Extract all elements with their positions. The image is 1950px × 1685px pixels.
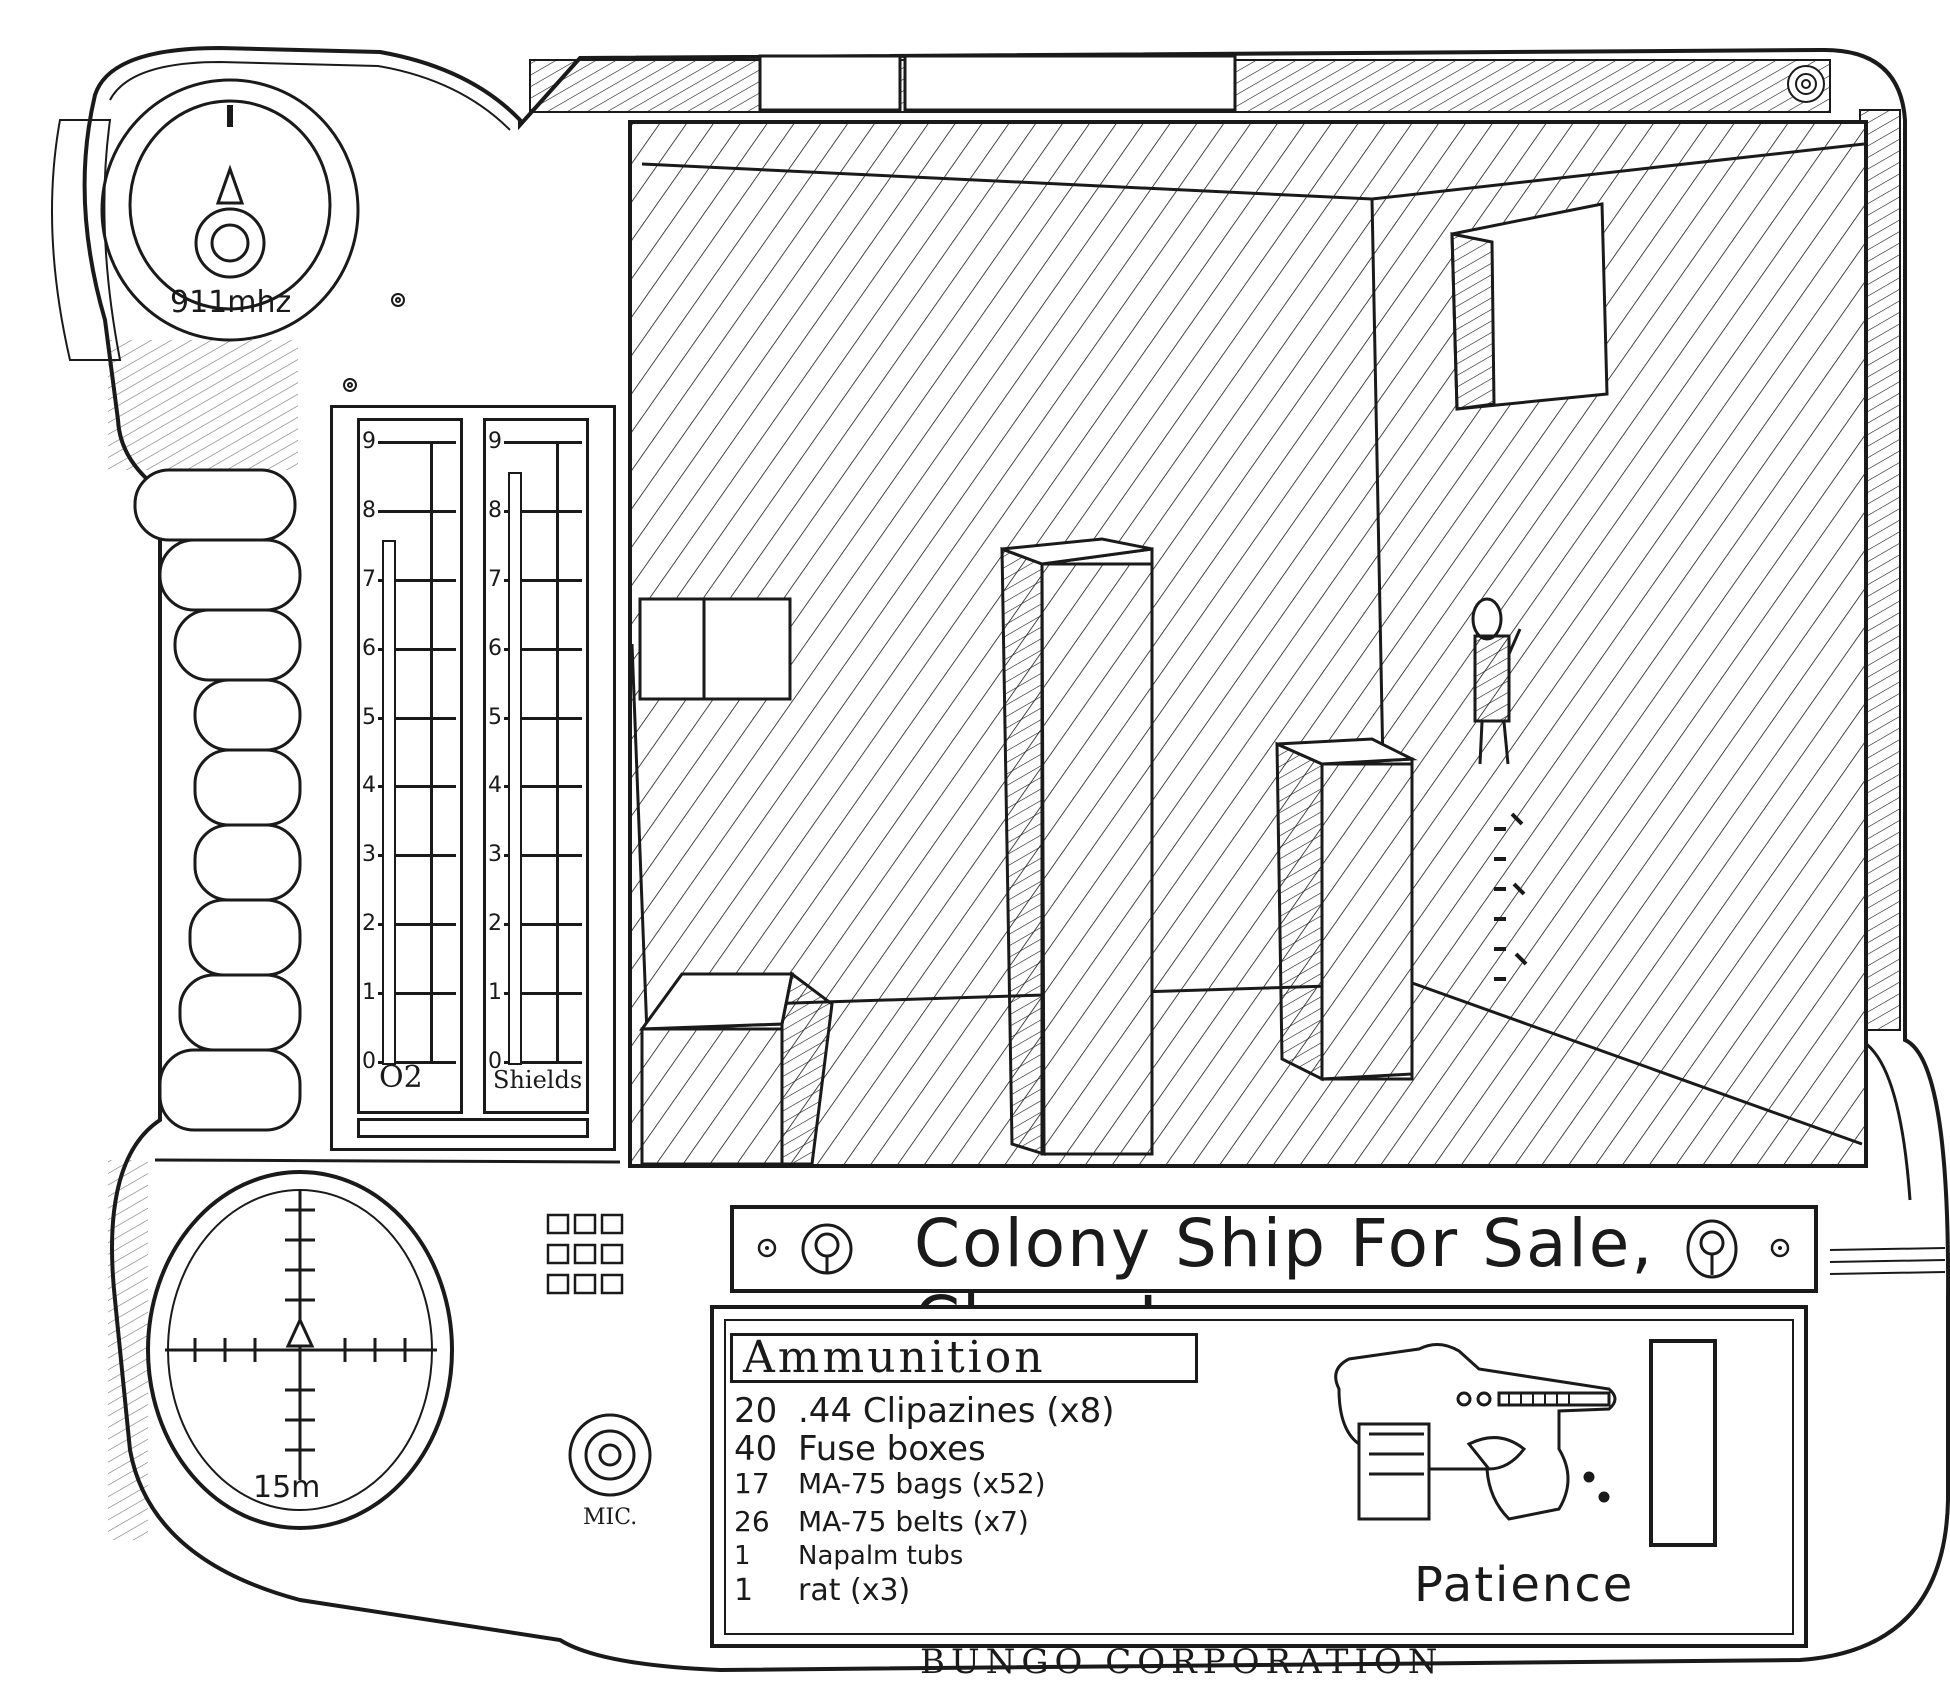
weapon-name: Patience [1414,1557,1635,1613]
item-name: Fuse boxes [798,1429,986,1469]
shields-gauge: 9 8 7 6 5 4 3 2 1 0 [483,418,589,1114]
list-item[interactable]: 20 .44 Clipazines (x8) [734,1391,1254,1431]
crosshair-icon [146,1170,454,1530]
gauge-tick-label: 6 [488,635,502,661]
gauge-tick [504,785,582,789]
gauge-tick-label: 2 [488,911,502,937]
list-item[interactable]: 40 Fuse boxes [734,1429,1254,1469]
gauge-tick-label: 7 [362,566,376,592]
gauge-fill [508,472,522,1065]
gauge-base [357,1118,589,1138]
item-name: MA-75 belts (x7) [798,1505,1029,1538]
item-qty: 20 [734,1391,778,1431]
main-viewport[interactable] [628,120,1868,1168]
gauge-tick [504,1061,582,1064]
gauge-tick [504,509,582,513]
item-name: MA-75 bags (x52) [798,1467,1046,1500]
gauge-tick-label: 9 [488,429,502,454]
gauge-rail [430,441,433,1061]
gauge-tick-label: 4 [488,773,502,799]
gauge-tick-label: 8 [362,497,376,523]
inventory-panel: Ammunition 20 .44 Clipazines (x8) 40 Fuse … [710,1305,1808,1648]
screw-icon [757,1238,777,1258]
gauge-tick-label: 3 [488,842,502,868]
gauge-tick-label: 1 [362,980,376,1006]
item-qty: 26 [734,1505,770,1538]
gauge-tick-label: 7 [488,566,502,592]
item-name: .44 Clipazines (x8) [798,1391,1115,1431]
weapon-slot[interactable] [1309,1329,1629,1549]
gauge-tick-label: 9 [362,429,376,454]
clip-meter [1649,1339,1717,1547]
gauge-tick [378,716,456,720]
gauge-tick [504,923,582,927]
message-bar: Colony Ship For Sale, Cheap! [730,1205,1818,1359]
gauge-tick [378,923,456,927]
list-item[interactable]: 26 MA-75 belts (x7) [734,1505,1254,1541]
gauge-rail [556,441,559,1061]
motion-sensor: 15m [145,1150,475,1540]
gauge-tick-label: 6 [362,635,376,661]
gauge-tick-label: 5 [488,704,502,730]
gauge-tick [378,441,456,444]
item-qty: 17 [734,1467,770,1500]
radio-dial[interactable]: 911mhz [130,85,330,335]
gauge-tick-label: 5 [362,704,376,730]
mic-toggle[interactable]: MIC. [565,1410,665,1530]
list-item[interactable]: 1 Napalm tubs [734,1541,1254,1573]
speaker-left-icon [801,1223,853,1275]
gauge-tick [504,716,582,720]
o2-gauge: 9 8 7 6 5 4 3 2 1 0 [357,418,463,1114]
gauge-tick [378,785,456,789]
inventory-inner-frame [724,1319,1794,1635]
item-qty: 1 [734,1573,754,1608]
gauge-fill [382,540,396,1065]
gauge-tick-label: 3 [362,842,376,868]
scene-render [632,124,1864,1164]
gauge-tick-label: 0 [488,1049,502,1074]
brand-footer: BUNGO CORPORATION [920,1642,1444,1682]
mic-icon [568,1413,652,1497]
gauge-tick-label: 0 [362,1049,376,1074]
gauge-tick-label: 2 [362,911,376,937]
gauge-tick [378,647,456,651]
mic-label: MIC. [583,1505,638,1530]
gauge-tick [378,854,456,858]
item-qty: 1 [734,1541,751,1571]
speaker-right-icon [1686,1219,1738,1279]
gauge-tick-label: 4 [362,773,376,799]
gauge-tick [504,854,582,858]
item-qty: 40 [734,1429,778,1469]
gauge-tick-label: 1 [488,980,502,1006]
shields-label: Shields [493,1066,583,1094]
o2-label: O2 [379,1060,423,1095]
gauge-tick [504,992,582,996]
gauge-tick [378,1061,456,1064]
radio-knob-icon [194,105,266,279]
gauge-tick [378,578,456,582]
player-figure [1471,597,1522,765]
item-name: Napalm tubs [798,1541,964,1571]
motion-range: 15m [253,1470,321,1505]
list-item[interactable]: 1 rat (x3) [734,1573,1254,1608]
ammo-header: Ammunition [730,1333,1198,1383]
list-item[interactable]: 17 MA-75 bags (x52) [734,1467,1254,1505]
gauge-tick [504,647,582,651]
gauge-tick [504,441,582,444]
item-name: rat (x3) [798,1573,911,1608]
gauge-tick [504,578,582,582]
screw-icon [1770,1238,1790,1258]
gauge-tick [378,509,456,513]
gauge-tick [378,992,456,996]
pistol-icon [1334,1343,1617,1521]
gauge-tick-label: 8 [488,497,502,523]
radio-frequency: 911mhz [170,285,292,320]
